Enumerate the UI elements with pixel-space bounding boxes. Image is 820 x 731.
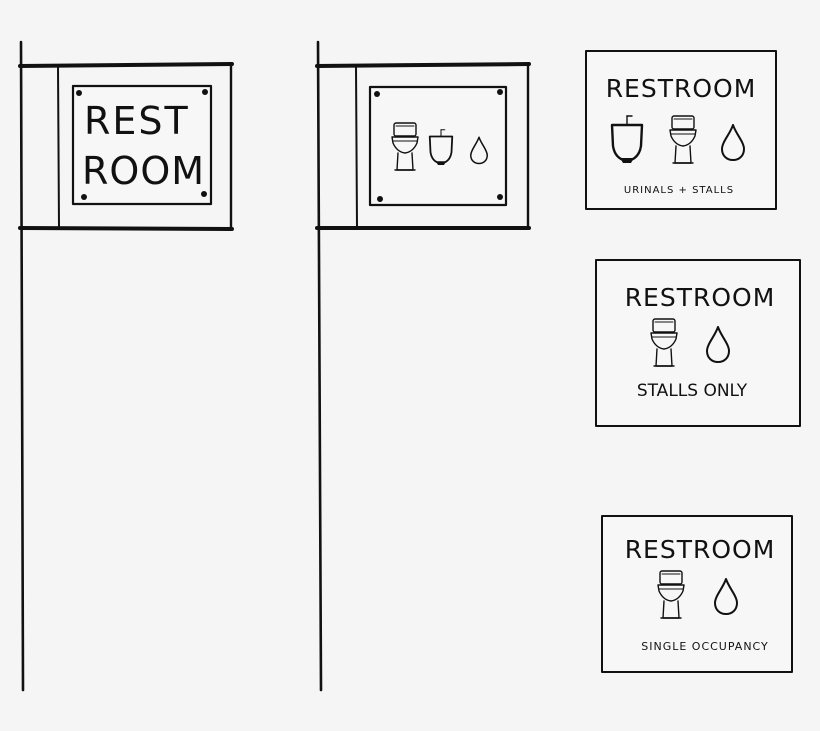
rest-room-text-sign: REST ROOM (71, 84, 213, 206)
icon-only-sign (368, 85, 508, 207)
sign-title: RESTROOM (625, 535, 776, 564)
sign-text-line1: REST (84, 99, 190, 143)
wall-with-text-sign: REST ROOM (18, 40, 234, 692)
screw-top-left (374, 91, 380, 97)
sign-caption: STALLS ONLY (637, 381, 748, 401)
sign-caption: SINGLE OCCUPANCY (641, 640, 769, 653)
wall-edge-line (316, 40, 323, 692)
wall-with-icon-sign (315, 40, 531, 692)
door-frame-top (315, 62, 531, 68)
sign-title: RESTROOM (625, 283, 776, 312)
door-frame-jamb (57, 65, 60, 229)
wall-edge-line (19, 40, 25, 692)
sign-caption: URINALS + STALLS (624, 185, 734, 196)
screw-top-left (76, 90, 82, 96)
sign-title: RESTROOM (606, 74, 757, 103)
door-frame-bottom (18, 226, 234, 231)
door-frame-top (18, 62, 234, 68)
door-frame-jamb (355, 65, 358, 229)
screw-top-right (497, 89, 503, 95)
screw-bottom-right (201, 191, 207, 197)
screw-bottom-right (497, 194, 503, 200)
sign-text-line2: ROOM (82, 149, 205, 193)
sign-single-occupancy: RESTROOM SINGLE OCCUPANCY (601, 515, 793, 673)
screw-bottom-left (377, 196, 383, 202)
screw-bottom-left (81, 194, 87, 200)
sign-urinals-stalls: RESTROOM URINALS + STALLS (585, 50, 777, 210)
screw-top-right (202, 89, 208, 95)
sign-stalls-only: RESTROOM STALLS ONLY (595, 259, 801, 427)
